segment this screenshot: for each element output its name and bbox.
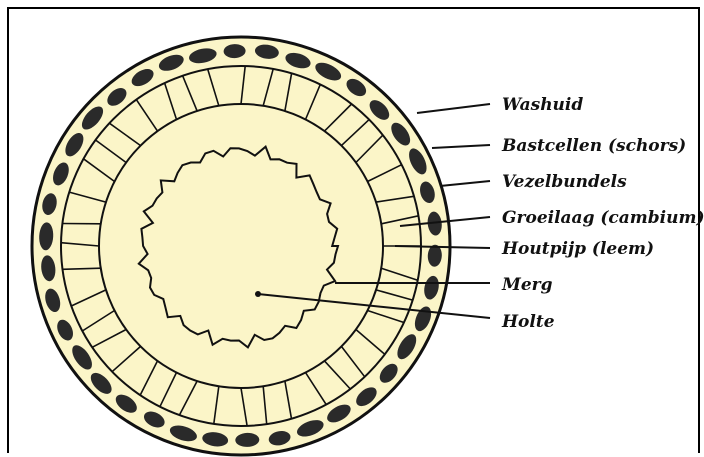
holte-pointer-dot [255, 291, 261, 297]
label-bastcellen: Bastcellen (schors) [501, 136, 686, 156]
label-merg: Merg [501, 275, 553, 295]
label-washuid: Washuid [502, 95, 583, 115]
labels: Washuid Bastcellen (schors) Vezelbundels… [501, 95, 704, 332]
leader-line-bastcellen [432, 145, 490, 148]
label-vezelbundels: Vezelbundels [502, 172, 627, 192]
cell-wall [63, 268, 101, 269]
stem-cross-section [32, 37, 450, 455]
label-houtpijp: Houtpijp (leem) [501, 239, 654, 259]
leader-line-washuid [417, 104, 490, 113]
label-holte: Holte [501, 312, 555, 332]
label-groeilaag: Groeilaag (cambium) [502, 208, 704, 228]
leader-line-vezelbundels [440, 181, 490, 186]
